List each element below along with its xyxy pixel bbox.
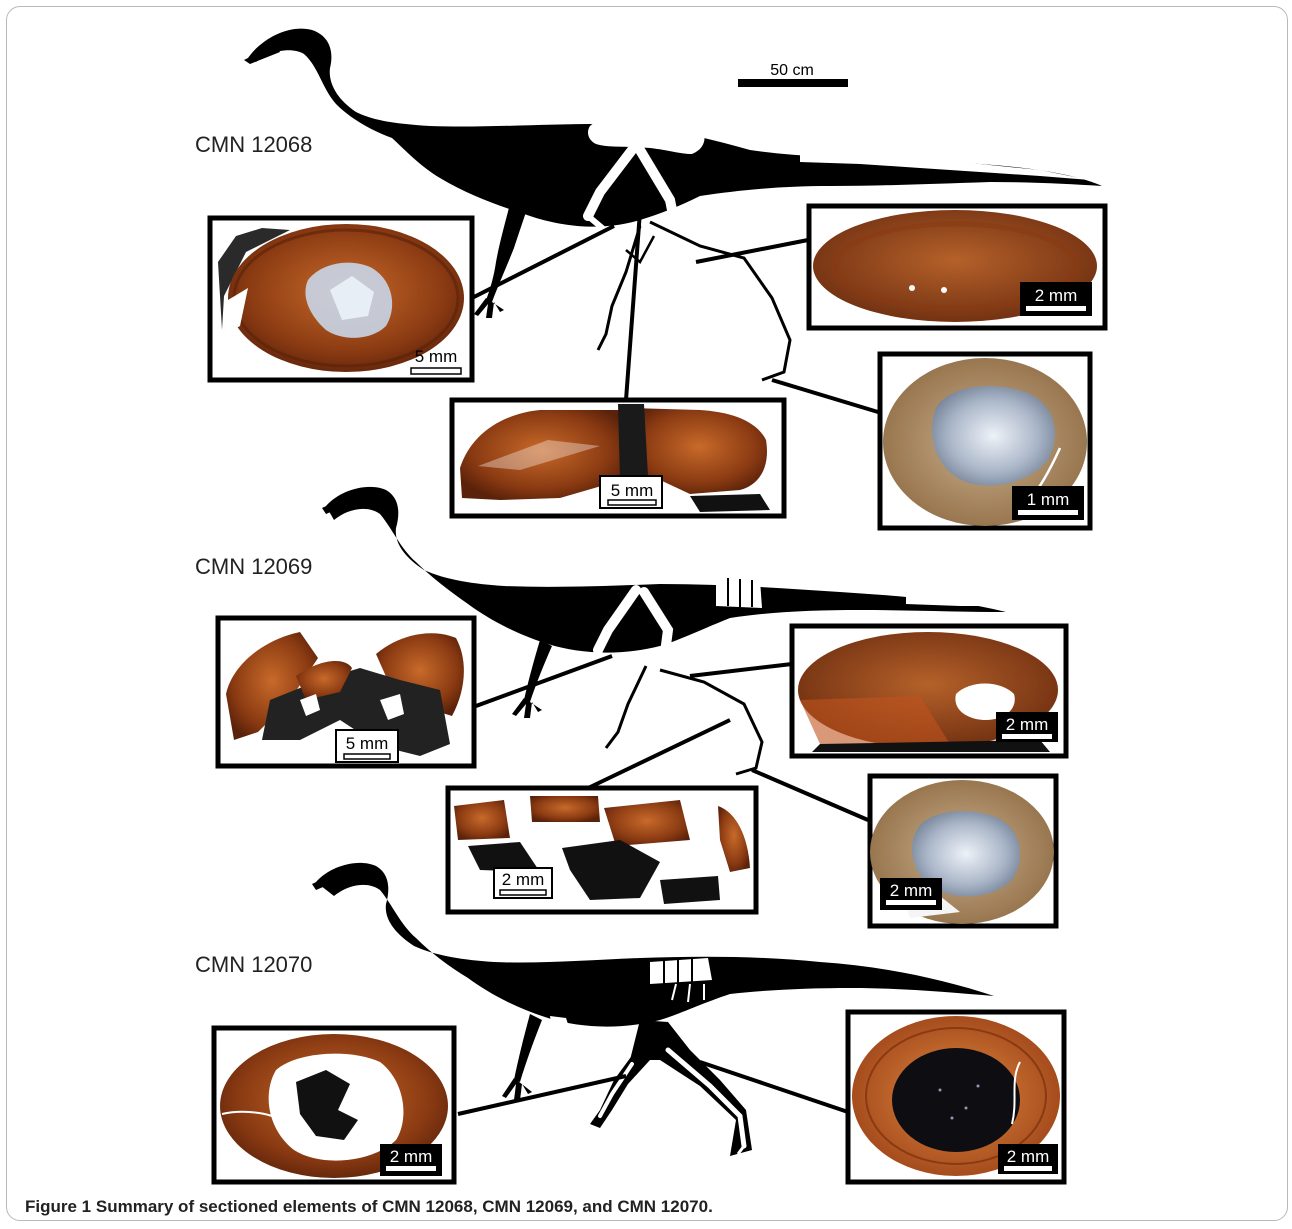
scale-label: 2 mm bbox=[1007, 1147, 1050, 1166]
scale-label: 5 mm bbox=[611, 481, 654, 500]
femur-section-panel: 2 mm bbox=[214, 1028, 454, 1182]
tibia-section-panel: 2 mm bbox=[792, 626, 1066, 756]
specimen-label: CMN 12068 bbox=[195, 132, 312, 157]
scale-label: 5 mm bbox=[415, 347, 458, 366]
scale-label: 2 mm bbox=[890, 881, 933, 900]
scale-bar-50cm: 50 cm bbox=[738, 62, 848, 87]
fibula-section-panel: 2 mm bbox=[448, 788, 756, 912]
specimen-cmn-12068: CMN 12068 bbox=[195, 29, 1105, 528]
specimen-cmn-12069: CMN 12069 bbox=[195, 487, 1066, 926]
figure-caption: Figure 1 Summary of sectioned elements o… bbox=[25, 1197, 713, 1217]
tibia-section-panel: 2 mm bbox=[809, 206, 1105, 328]
femur-section-panel: 5 mm bbox=[218, 618, 474, 766]
scale-label: 2 mm bbox=[1006, 715, 1049, 734]
tibia-section-panel: 2 mm bbox=[848, 1012, 1064, 1182]
scale-label: 5 mm bbox=[346, 734, 389, 753]
metatarsal-section-panel: 2 mm bbox=[870, 776, 1056, 926]
caption-text: Summary of sectioned elements of CMN 120… bbox=[96, 1197, 713, 1216]
specimen-label: CMN 12070 bbox=[195, 952, 312, 977]
specimen-label: CMN 12069 bbox=[195, 554, 312, 579]
metatarsal-section-panel: 1 mm bbox=[880, 354, 1090, 528]
caption-label: Figure 1 bbox=[25, 1197, 91, 1216]
ilium-section-panel: 5 mm bbox=[452, 400, 784, 516]
scale-label: 1 mm bbox=[1027, 490, 1070, 509]
scale-bar-label: 50 cm bbox=[770, 62, 814, 79]
scale-label: 2 mm bbox=[1035, 286, 1078, 305]
scale-label: 2 mm bbox=[390, 1147, 433, 1166]
scale-label: 2 mm bbox=[502, 870, 545, 889]
femur-section-panel: 5 mm bbox=[210, 218, 472, 380]
